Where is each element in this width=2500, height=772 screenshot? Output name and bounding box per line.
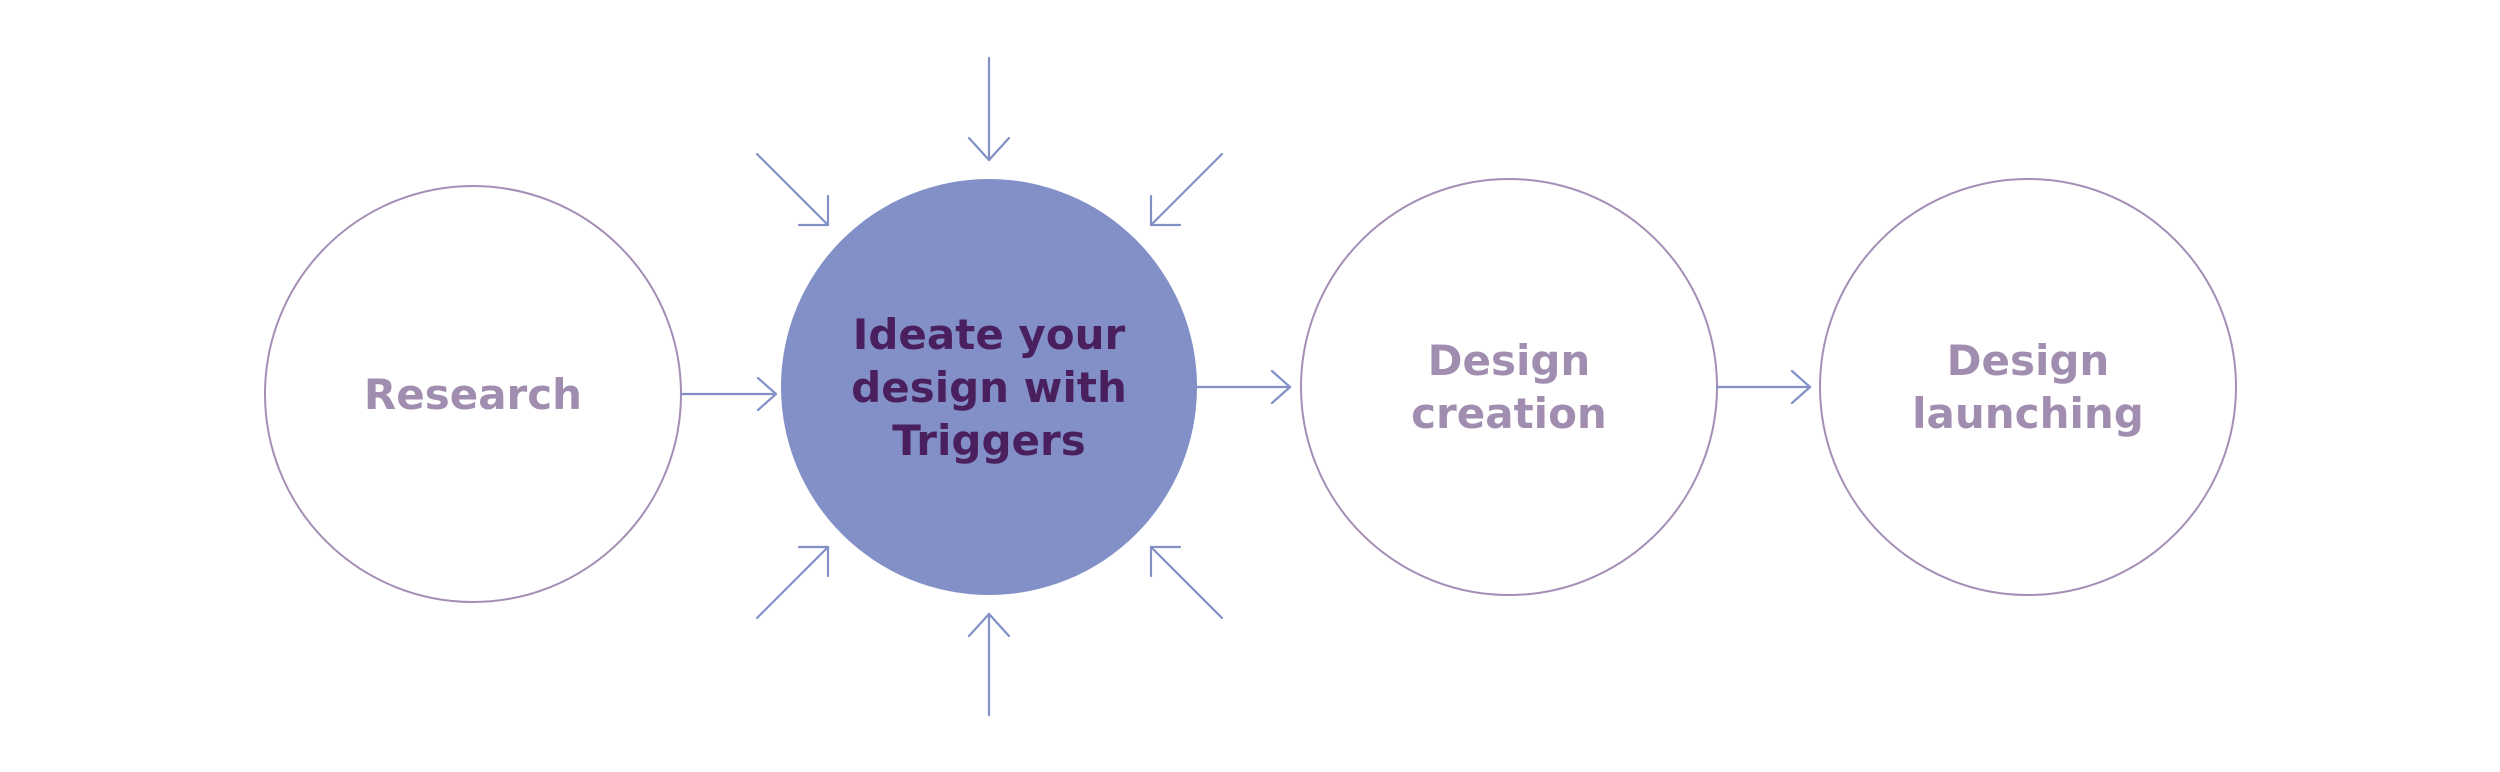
trigger-arrow-bottom-right [1149,545,1224,620]
trigger-arrow-top-left [755,152,830,227]
arrow-creation-to-launching [1715,369,1812,405]
arrow-ideate-to-creation [1195,369,1292,405]
arrow-research-to-ideate [679,376,778,412]
stage-label-ideate: Ideate your design with Triggers [851,309,1127,465]
trigger-arrow-bottom-left [755,545,830,620]
stage-label-research: Research [363,369,583,419]
ideate-circle [781,179,1197,595]
trigger-arrow-top [967,56,1011,162]
trigger-arrow-bottom [967,612,1011,717]
design-launching-circle [1819,178,2237,596]
stage-label-design-launching: Design launching [1912,336,2144,438]
stage-label-design-creation: Design creation [1411,336,1607,438]
trigger-arrow-top-right [1149,152,1224,227]
